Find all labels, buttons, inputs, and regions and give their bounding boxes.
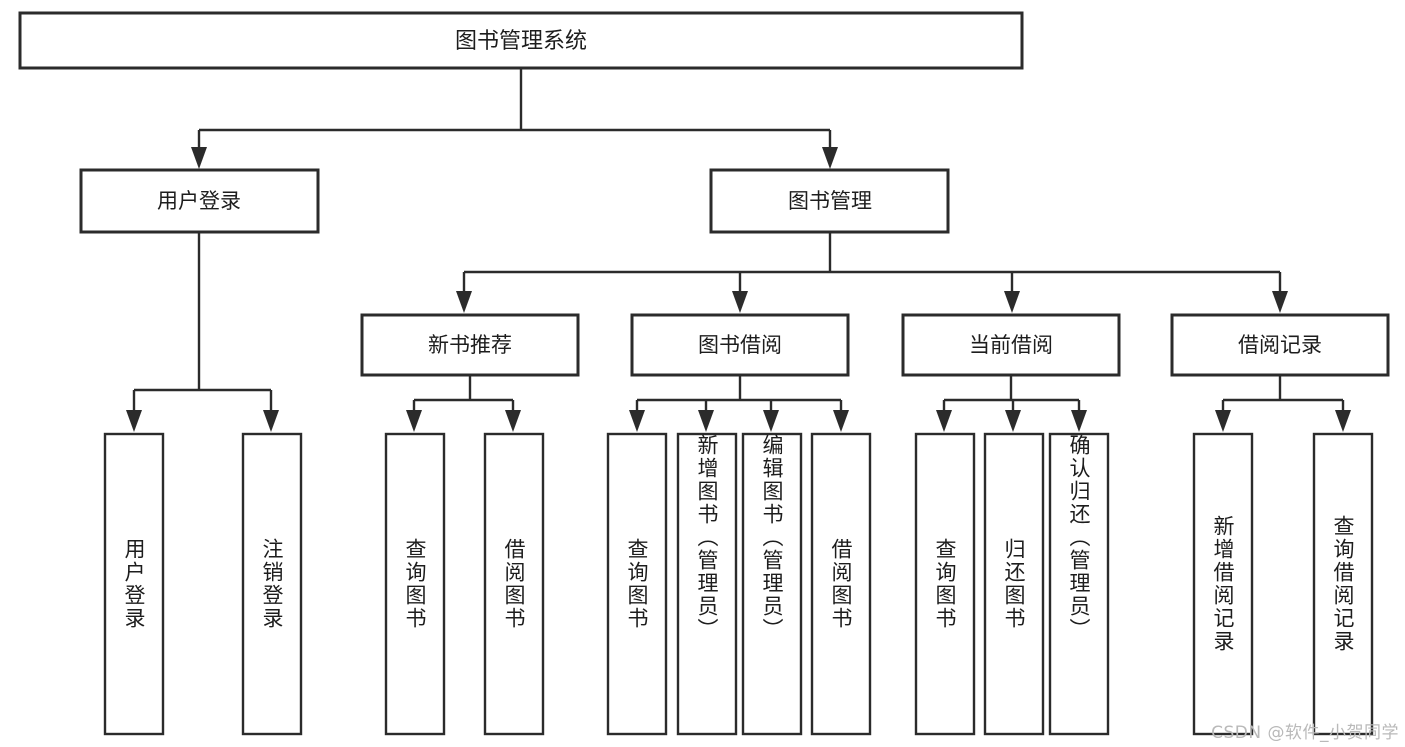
arrow-head-icon	[732, 291, 748, 313]
connector-records-to-leaves	[1215, 375, 1351, 432]
arrow-head-icon	[1004, 291, 1020, 313]
arrow-head-icon	[406, 410, 422, 432]
node-newbook[interactable]: 新书推荐	[360, 313, 580, 377]
connector-bookmgmt-to-level3	[456, 232, 1288, 313]
arrow-head-icon	[698, 410, 714, 432]
arrow-head-icon	[126, 410, 142, 432]
arrow-head-icon	[763, 410, 779, 432]
node-leaf-newbook-borrow-box[interactable]	[483, 432, 545, 736]
connector-current-to-leaves	[936, 375, 1087, 432]
node-leaf-records-add-box[interactable]	[1192, 432, 1254, 736]
node-root[interactable]: 图书管理系统	[18, 11, 1024, 70]
connector-borrow-to-leaves	[629, 375, 849, 432]
node-root-box[interactable]	[18, 11, 1024, 70]
node-leaf-user-logout-box[interactable]	[241, 432, 303, 736]
arrow-head-icon	[505, 410, 521, 432]
connector-login-to-leaves	[126, 232, 279, 432]
node-leaf-borrow-edit-box[interactable]	[741, 432, 803, 736]
node-login-label: 用户登录	[157, 189, 241, 213]
node-records[interactable]: 借阅记录	[1170, 313, 1390, 377]
node-current[interactable]: 当前借阅	[901, 313, 1121, 377]
node-newbook-label: 新书推荐	[428, 333, 512, 357]
node-leaf-borrow-query-box[interactable]	[606, 432, 668, 736]
node-newbook-box[interactable]	[360, 313, 580, 377]
node-leaf-borrow-lend-box[interactable]	[810, 432, 872, 736]
node-borrow[interactable]: 图书借阅	[630, 313, 850, 377]
arrow-head-icon	[1005, 410, 1021, 432]
node-root-label: 图书管理系统	[455, 29, 587, 54]
node-login-box[interactable]	[79, 168, 320, 234]
arrow-head-icon	[1215, 410, 1231, 432]
node-leaf-user-login-box[interactable]	[103, 432, 165, 736]
arrow-head-icon	[1272, 291, 1288, 313]
node-leaf-newbook-query-box[interactable]	[384, 432, 446, 736]
node-login[interactable]: 用户登录	[79, 168, 320, 234]
arrow-head-icon	[456, 291, 472, 313]
node-leaf-records-query-box[interactable]	[1312, 432, 1374, 736]
node-leaf-borrow-add-box[interactable]	[676, 432, 738, 736]
arrow-head-icon	[833, 410, 849, 432]
node-current-box[interactable]	[901, 313, 1121, 377]
connector-root-to-level2	[191, 68, 838, 169]
node-bookmgmt-label: 图书管理	[788, 189, 872, 213]
node-leaf-current-return-box[interactable]	[983, 432, 1045, 736]
arrow-head-icon	[822, 147, 838, 169]
arrow-head-icon	[936, 410, 952, 432]
node-records-label: 借阅记录	[1238, 333, 1322, 357]
arrow-head-icon	[263, 410, 279, 432]
node-leaf-current-query-box[interactable]	[914, 432, 976, 736]
arrow-head-icon	[629, 410, 645, 432]
connector-newbook-to-leaves	[406, 375, 521, 432]
arrow-head-icon	[1071, 410, 1087, 432]
arrow-head-icon	[191, 147, 207, 169]
node-leaf-current-confirm-box[interactable]	[1048, 432, 1110, 736]
node-borrow-label: 图书借阅	[698, 333, 782, 357]
node-bookmgmt[interactable]: 图书管理	[709, 168, 950, 234]
node-current-label: 当前借阅	[969, 333, 1053, 357]
arrow-head-icon	[1335, 410, 1351, 432]
